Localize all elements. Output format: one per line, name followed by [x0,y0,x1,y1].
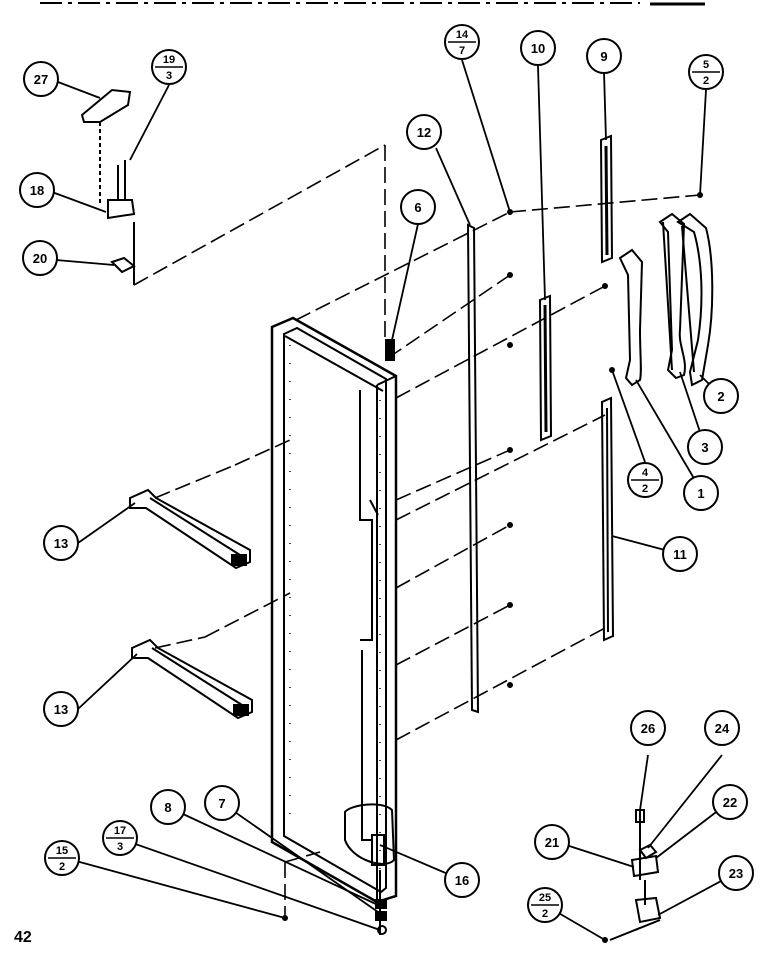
callout-24: 24 [704,710,740,746]
fraction-callout-5-2: 5 2 [688,54,724,90]
svg-text:9: 9 [600,49,607,64]
svg-text:16: 16 [455,873,469,888]
svg-text:26: 26 [641,721,655,736]
strip-11 [600,396,615,642]
callout-27: 27 [23,61,59,97]
top-edge-line [40,2,705,6]
callout-1: 1 [683,475,719,511]
fraction-callout-4-2: 4 2 [627,462,663,498]
svg-text:10: 10 [531,41,545,56]
svg-text:4: 4 [642,467,649,479]
svg-text:23: 23 [729,866,743,881]
svg-text:25: 25 [539,892,551,904]
callout-10: 10 [520,30,556,66]
bracket-13-upper [129,488,251,570]
callout-20: 20 [22,240,58,276]
callout-13-lower: 13 [43,691,79,727]
svg-text:3: 3 [166,70,172,82]
callout-18: 18 [19,172,55,208]
svg-text:2: 2 [542,908,548,920]
spring-6 [385,339,395,361]
svg-text:21: 21 [545,835,559,850]
svg-text:5: 5 [703,59,709,71]
callout-21: 21 [534,824,570,860]
svg-text:19: 19 [163,54,175,66]
bottom-hinge-group [609,809,662,941]
svg-text:13: 13 [54,702,68,717]
svg-text:2: 2 [703,75,709,87]
callout-9: 9 [586,38,622,74]
svg-text:12: 12 [417,125,431,140]
callout-2: 2 [703,378,739,414]
leader-lines [51,59,737,941]
fraction-callout-15-2: 15 2 [44,840,80,876]
svg-text:2: 2 [717,389,724,404]
assembly-dashed-lines [133,144,701,918]
svg-text:14: 14 [456,29,469,41]
hinge-cam-16 [344,803,396,866]
strip-10 [538,294,553,442]
svg-text:7: 7 [218,796,225,811]
callout-26: 26 [630,710,666,746]
callout-23: 23 [718,855,754,891]
fraction-callout-19-3: 19 3 [151,49,187,85]
callout-11: 11 [662,536,698,572]
screw-dots [282,192,703,943]
svg-text:2: 2 [642,483,648,495]
svg-text:3: 3 [701,440,708,455]
page-number: 42 [14,929,32,946]
svg-text:3: 3 [117,841,123,853]
svg-text:1: 1 [697,486,704,501]
fraction-callout-14-7: 14 7 [444,24,480,60]
svg-text:8: 8 [164,800,171,815]
strip-12 [466,223,480,714]
svg-text:11: 11 [673,547,687,562]
callout-6: 6 [400,189,436,225]
svg-text:17: 17 [114,825,126,837]
svg-text:15: 15 [56,845,68,857]
svg-text:13: 13 [54,536,68,551]
callout-7: 7 [204,785,240,821]
svg-text:18: 18 [30,183,44,198]
fraction-callout-17-3: 17 3 [102,820,138,856]
callout-12: 12 [406,114,442,150]
svg-text:27: 27 [34,72,48,87]
callout-16: 16 [444,862,480,898]
svg-text:7: 7 [459,45,465,57]
top-hinge-group [80,88,136,285]
bracket-13-lower [131,638,253,720]
callout-3: 3 [687,429,723,465]
svg-text:20: 20 [33,251,47,266]
svg-text:2: 2 [59,861,65,873]
handle-parts [618,212,714,387]
strip-9 [599,134,614,264]
callout-8: 8 [150,789,186,825]
fraction-callout-25-2: 25 2 [527,887,563,923]
callout-13-upper: 13 [43,525,79,561]
svg-text:24: 24 [715,721,730,736]
svg-text:22: 22 [723,795,737,810]
svg-text:6: 6 [414,200,421,215]
callout-22: 22 [712,784,748,820]
door-frame [270,316,398,904]
